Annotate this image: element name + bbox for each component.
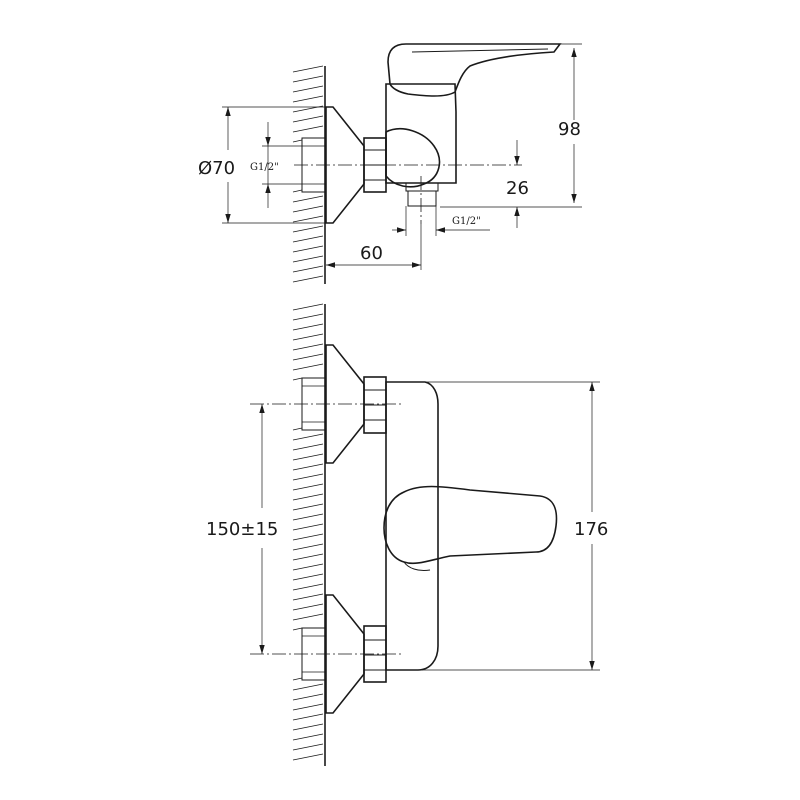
dimension-inlet-thread: G1/2": [250, 122, 302, 208]
dimension-inlet-spacing: 150±15: [206, 404, 278, 654]
side-view: Ø70 G1/2" 98 26: [198, 43, 582, 284]
body-height-label: 176: [574, 519, 608, 540]
lever-handle-side: [387, 43, 562, 97]
valve-body-front: [385, 381, 439, 671]
valve-body-side: [385, 83, 457, 184]
outlet-thread-label: G1/2": [452, 216, 481, 227]
dimension-projection-60: 60: [326, 224, 422, 270]
height-98-label: 98: [558, 119, 581, 140]
dimension-outlet-thread: G1/2": [392, 206, 490, 236]
shower-outlet: [405, 182, 439, 207]
dimension-height-98: 98: [440, 43, 582, 208]
offset-26-label: 26: [506, 178, 529, 199]
dimension-offset-26: 26: [506, 140, 529, 228]
inlet-thread-label: G1/2": [250, 162, 279, 173]
dimension-flange-diameter: Ø70: [198, 106, 326, 224]
handle-edge-line: [411, 48, 549, 53]
dimension-body-height: 176: [418, 381, 608, 671]
front-view: 150±15 176: [206, 303, 608, 766]
wall-section-bottom: [292, 303, 326, 766]
wall-section-top: [292, 65, 326, 284]
upper-hex-nut: [363, 376, 387, 434]
lever-handle-front: [383, 485, 558, 565]
handle-base-line: [403, 561, 431, 571]
eccentric-connector: [385, 128, 441, 188]
flange-diameter-label: Ø70: [198, 158, 235, 179]
projection-60-label: 60: [360, 243, 383, 264]
inlet-spacing-label: 150±15: [206, 519, 278, 540]
